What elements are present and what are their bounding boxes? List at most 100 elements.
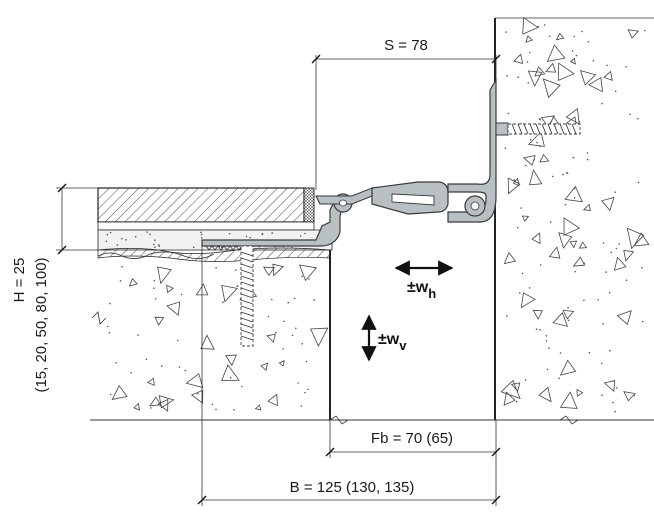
aggregate-stone bbox=[531, 232, 541, 245]
aggregate-stone bbox=[552, 312, 569, 327]
aggregate-grain bbox=[307, 388, 309, 391]
aggregate-stone bbox=[267, 393, 278, 407]
aggregate-grain bbox=[574, 270, 576, 273]
aggregate-stone bbox=[510, 382, 521, 392]
dimension-h-label: H = 25 bbox=[11, 258, 28, 303]
dimension-h: H = 25 (15, 20, 50, 80, 100) bbox=[11, 183, 100, 393]
aggregate-stone bbox=[200, 334, 215, 350]
aggregate-grain bbox=[245, 235, 248, 238]
aggregate-grain bbox=[154, 246, 156, 248]
aggregate-stone bbox=[525, 35, 533, 43]
aggregate-grain bbox=[137, 334, 139, 336]
aggregate-stone bbox=[559, 359, 577, 376]
aggregate-grain bbox=[549, 221, 552, 223]
aggregate-grain bbox=[215, 266, 217, 269]
aggregate-grain bbox=[600, 362, 603, 365]
aggregate-grain bbox=[641, 267, 643, 269]
aggregate-grain bbox=[633, 394, 635, 397]
aggregate-grain bbox=[108, 331, 111, 334]
aggregate-grain bbox=[612, 401, 614, 404]
aggregate-grain bbox=[529, 51, 531, 54]
aggregate-grain bbox=[153, 243, 155, 246]
aggregate-stone bbox=[582, 203, 591, 211]
aggregate-grain bbox=[291, 246, 293, 249]
aggregate-grain bbox=[521, 272, 524, 275]
break-mark-right bbox=[559, 415, 579, 425]
dimension-s: S = 78 bbox=[311, 37, 501, 190]
aggregate-grain bbox=[200, 233, 203, 236]
aggregate-grain bbox=[570, 60, 573, 62]
adhesive-layer bbox=[97, 221, 315, 231]
aggregate-grain bbox=[540, 264, 542, 266]
aggregate-grain bbox=[573, 35, 576, 38]
aggregate-grain bbox=[513, 179, 516, 181]
aggregate-grain bbox=[301, 275, 303, 278]
aggregate-grain bbox=[559, 352, 562, 354]
aggregate-grain bbox=[261, 233, 264, 236]
aggregate-stone bbox=[559, 391, 578, 409]
aggregate-grain bbox=[545, 340, 548, 342]
aggregate-stone bbox=[633, 232, 650, 247]
aggregate-stone bbox=[503, 251, 517, 265]
aggregate-stone bbox=[166, 284, 174, 294]
aggregate-grain bbox=[573, 187, 576, 190]
aggregate-stone bbox=[154, 316, 165, 326]
aggregate-stone bbox=[111, 384, 128, 400]
aggregate-stone bbox=[503, 391, 516, 406]
aggregate-stone bbox=[185, 373, 204, 389]
aggregate-grain bbox=[200, 237, 203, 239]
aggregate-grain bbox=[150, 407, 152, 409]
aggregate-stone bbox=[600, 196, 615, 212]
aggregate-stone bbox=[221, 364, 240, 382]
aggregate-grain bbox=[308, 278, 310, 280]
aggregate-stone bbox=[128, 277, 138, 287]
aggregate-grain bbox=[546, 368, 549, 371]
aggregate-grain bbox=[601, 102, 603, 105]
aggregate-stone bbox=[542, 78, 561, 99]
aggregate-grain bbox=[235, 269, 237, 271]
mortar-bed bbox=[97, 247, 331, 262]
aggregate-stone bbox=[569, 240, 578, 249]
aggregate-grain bbox=[241, 385, 243, 388]
movement-vertical-label: ±wv bbox=[378, 331, 407, 353]
break-mark-side bbox=[91, 311, 107, 325]
aggregate-grain bbox=[146, 231, 148, 233]
aggregate-stone bbox=[545, 62, 557, 73]
aggregate-grain bbox=[504, 147, 507, 149]
aggregate-stone bbox=[272, 263, 284, 277]
aggregate-stone bbox=[570, 57, 576, 65]
aggregate-grain bbox=[524, 379, 527, 381]
aggregate-grain bbox=[592, 59, 595, 62]
aggregate-stone bbox=[578, 241, 588, 249]
break-mark-left bbox=[329, 415, 349, 425]
aggregate-stone bbox=[557, 62, 575, 82]
aggregate-grain bbox=[558, 377, 560, 380]
aggregate-grain bbox=[637, 117, 639, 120]
aggregate-grain bbox=[184, 369, 187, 372]
aggregate-grain bbox=[109, 302, 111, 305]
aggregate-stone bbox=[520, 292, 536, 309]
aggregate-grain bbox=[588, 351, 591, 354]
aggregate-stone bbox=[513, 53, 524, 64]
aggregate-grain bbox=[549, 35, 551, 38]
aggregate-grain bbox=[105, 240, 108, 243]
aggregate-grain bbox=[305, 360, 308, 363]
aggregate-grain bbox=[614, 410, 616, 413]
aggregate-grain bbox=[134, 235, 137, 238]
aggregate-grain bbox=[220, 246, 223, 249]
aggregate-stone bbox=[527, 70, 543, 88]
aggregate-grain bbox=[158, 245, 160, 247]
aggregate-grain bbox=[506, 315, 508, 317]
aggregate-grain bbox=[271, 298, 273, 301]
aggregate-grain bbox=[625, 279, 628, 282]
aggregate-grain bbox=[116, 244, 119, 246]
aggregate-grain bbox=[106, 325, 109, 328]
aggregate-grain bbox=[282, 348, 284, 350]
aggregate-stone bbox=[579, 70, 597, 86]
aggregate-grain bbox=[215, 408, 217, 411]
aggregate-grain bbox=[275, 331, 277, 334]
aggregate-grain bbox=[149, 233, 151, 236]
aggregate-stone bbox=[522, 154, 536, 166]
movement-vertical: ±wv bbox=[361, 314, 407, 362]
aggregate-stone bbox=[522, 16, 539, 35]
